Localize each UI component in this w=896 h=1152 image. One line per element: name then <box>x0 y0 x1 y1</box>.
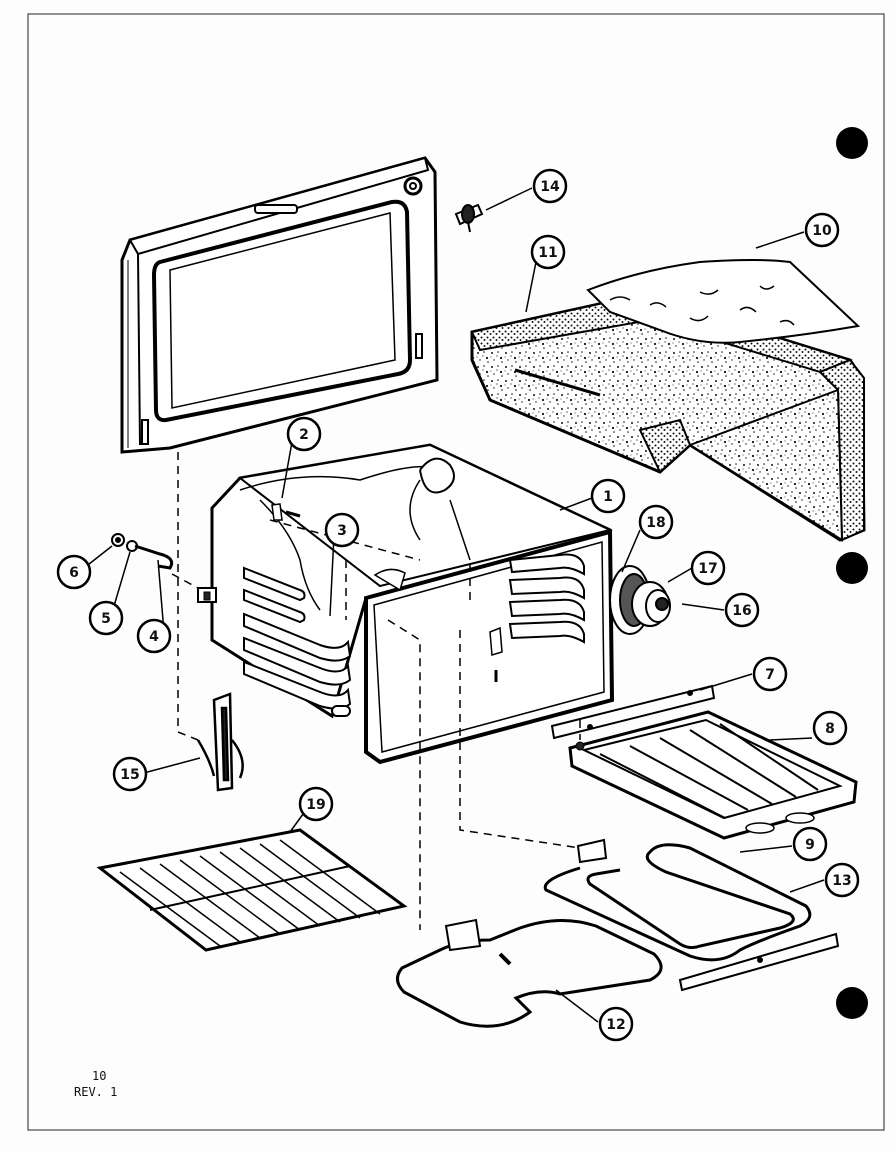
callout-18: 18 <box>638 504 674 540</box>
oven-rack-part <box>96 828 408 952</box>
callout-leader-lines <box>83 187 825 1023</box>
page-number: 10 <box>92 1069 107 1083</box>
bulb-clip-parts <box>111 533 174 570</box>
svg-text:1: 1 <box>603 489 613 505</box>
registration-dot-top <box>836 127 868 159</box>
callout-5: 5 <box>88 600 124 636</box>
svg-text:4: 4 <box>149 629 159 645</box>
broil-pan-part <box>568 710 858 840</box>
svg-text:2: 2 <box>299 427 309 443</box>
callout-13: 13 <box>824 862 860 898</box>
svg-text:17: 17 <box>698 561 717 577</box>
svg-text:19: 19 <box>306 797 325 813</box>
svg-text:15: 15 <box>120 767 139 783</box>
callout-19: 19 <box>298 786 334 822</box>
callout-14: 14 <box>532 168 568 204</box>
element-shield-part <box>678 932 840 992</box>
callout-9: 9 <box>792 826 828 862</box>
svg-text:7: 7 <box>765 667 775 683</box>
svg-text:9: 9 <box>805 837 815 853</box>
callout-6: 6 <box>56 554 92 590</box>
svg-text:6: 6 <box>69 565 79 581</box>
callout-8: 8 <box>812 710 848 746</box>
svg-text:13: 13 <box>832 873 851 889</box>
bake-element-bracket-part <box>576 838 608 864</box>
callout-16: 16 <box>724 592 760 628</box>
callout-3: 3 <box>324 512 360 548</box>
broil-element-bracket-part <box>444 918 512 966</box>
svg-text:16: 16 <box>732 603 751 619</box>
svg-text:8: 8 <box>825 721 835 737</box>
insulation-blanket-part <box>470 259 866 542</box>
oven-door-part <box>120 156 439 454</box>
callout-7: 7 <box>752 656 788 692</box>
svg-text:12: 12 <box>606 1017 625 1033</box>
svg-text:10: 10 <box>812 223 832 239</box>
bake-element-part <box>543 843 812 962</box>
convection-fan-part <box>609 565 671 635</box>
svg-text:18: 18 <box>646 515 665 531</box>
callout-11: 11 <box>530 234 566 270</box>
registration-dot-middle <box>836 552 868 584</box>
element-bracket-part <box>550 684 716 740</box>
broil-element-part <box>396 918 663 1028</box>
svg-text:11: 11 <box>538 245 557 261</box>
callout-1: 1 <box>590 478 626 514</box>
hinge-pin-part <box>454 203 484 233</box>
callout-12: 12 <box>598 1006 634 1042</box>
oven-cavity-part <box>197 443 615 765</box>
callout-4: 4 <box>136 618 172 654</box>
svg-text:3: 3 <box>337 523 347 539</box>
door-hinge-part <box>196 692 244 792</box>
revision-label: REV. 1 <box>74 1085 118 1099</box>
svg-text:14: 14 <box>540 179 560 195</box>
callout-15: 15 <box>112 756 148 792</box>
page-frame <box>27 13 885 1131</box>
registration-dot-bottom <box>836 987 868 1019</box>
callout-2: 2 <box>286 416 322 452</box>
callout-10: 10 <box>804 212 840 248</box>
svg-text:5: 5 <box>101 611 111 627</box>
callout-17: 17 <box>690 550 726 586</box>
